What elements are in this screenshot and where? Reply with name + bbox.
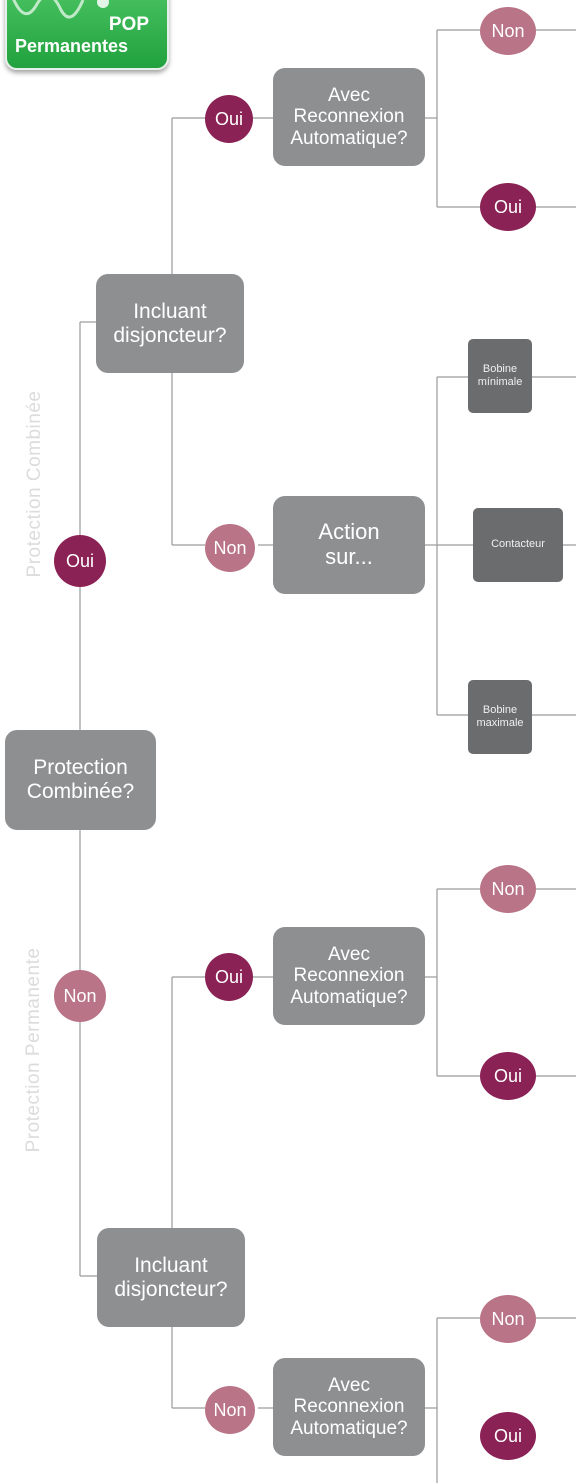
answer-non-recon1: Non xyxy=(480,7,536,55)
bobine-minimale-box: Bobine mínimale xyxy=(468,339,532,413)
logo-permanentes-text: Permanentes xyxy=(15,36,129,56)
pop-permanentes-logo: POP Permanentes xyxy=(5,0,169,70)
answer-oui-recon1: Oui xyxy=(480,183,536,231)
action-sur-box: Action sur... xyxy=(273,496,425,594)
answer-oui-recon3: Oui xyxy=(480,1412,536,1460)
side-label-permanente: Protection Permanente xyxy=(23,947,44,1153)
answer-oui-incl2: Oui xyxy=(205,953,253,1001)
protection-combinee-box: Protection Combinée? xyxy=(5,730,156,830)
answer-non-incl2: Non xyxy=(205,1386,255,1434)
answer-non-recon2: Non xyxy=(480,865,536,913)
wave-icon xyxy=(12,0,109,19)
answer-non-recon3: Non xyxy=(480,1295,536,1343)
incluant-disjoncteur-box-2: Incluant disjoncteur? xyxy=(97,1228,245,1327)
side-label-combinee: Protection Combinée xyxy=(24,390,45,578)
answer-oui-incl1: Oui xyxy=(205,95,253,143)
answer-non-incl1: Non xyxy=(205,524,255,572)
incluant-disjoncteur-box-1: Incluant disjoncteur? xyxy=(96,274,244,373)
logo-pop-text: POP xyxy=(108,14,149,35)
contacteur-box: Contacteur xyxy=(473,508,563,582)
reconnexion-box-2: Avec Reconnexion Automatique? xyxy=(273,927,425,1025)
answer-oui-combinee: Oui xyxy=(54,535,106,587)
answer-non-permanente: Non xyxy=(54,970,106,1022)
reconnexion-box-3: Avec Reconnexion Automatique? xyxy=(273,1358,425,1456)
bobine-maximale-box: Bobine maximale xyxy=(468,680,532,754)
answer-oui-recon2: Oui xyxy=(480,1052,536,1100)
reconnexion-box-1: Avec Reconnexion Automatique? xyxy=(273,68,425,166)
